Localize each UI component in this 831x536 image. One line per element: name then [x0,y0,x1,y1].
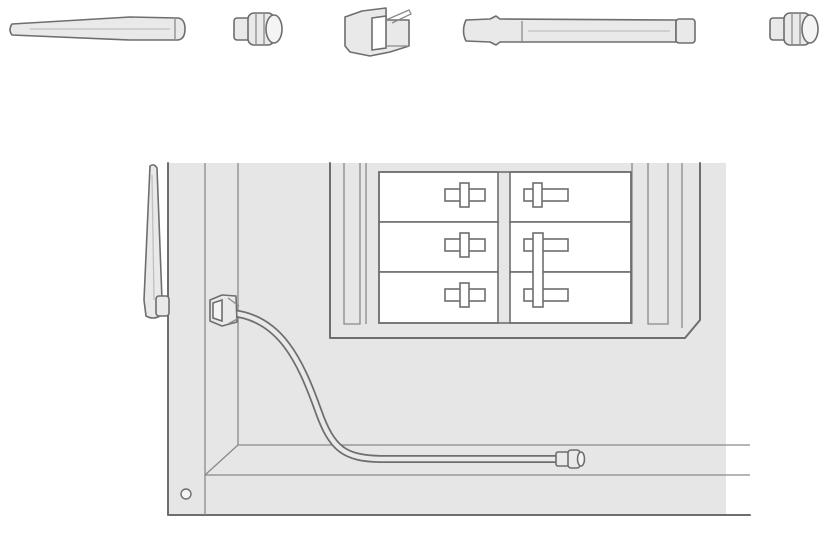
module-slots [378,171,632,324]
mounting-hole [180,488,192,500]
slot-clip [523,232,569,308]
antenna [143,164,170,319]
slot-clip [523,182,569,208]
cable-plug [555,449,586,469]
hex-nut-part [233,12,283,46]
extension-rod-part [462,15,696,46]
slot-clip [444,232,486,258]
slot-clip [444,282,486,308]
slot-clip [444,182,486,208]
coax-cable [228,309,564,463]
bulkhead-connector [209,294,240,327]
hex-nut-part [769,12,819,46]
antenna-rod-part [9,16,186,41]
bulkhead-bracket-part [344,7,412,57]
